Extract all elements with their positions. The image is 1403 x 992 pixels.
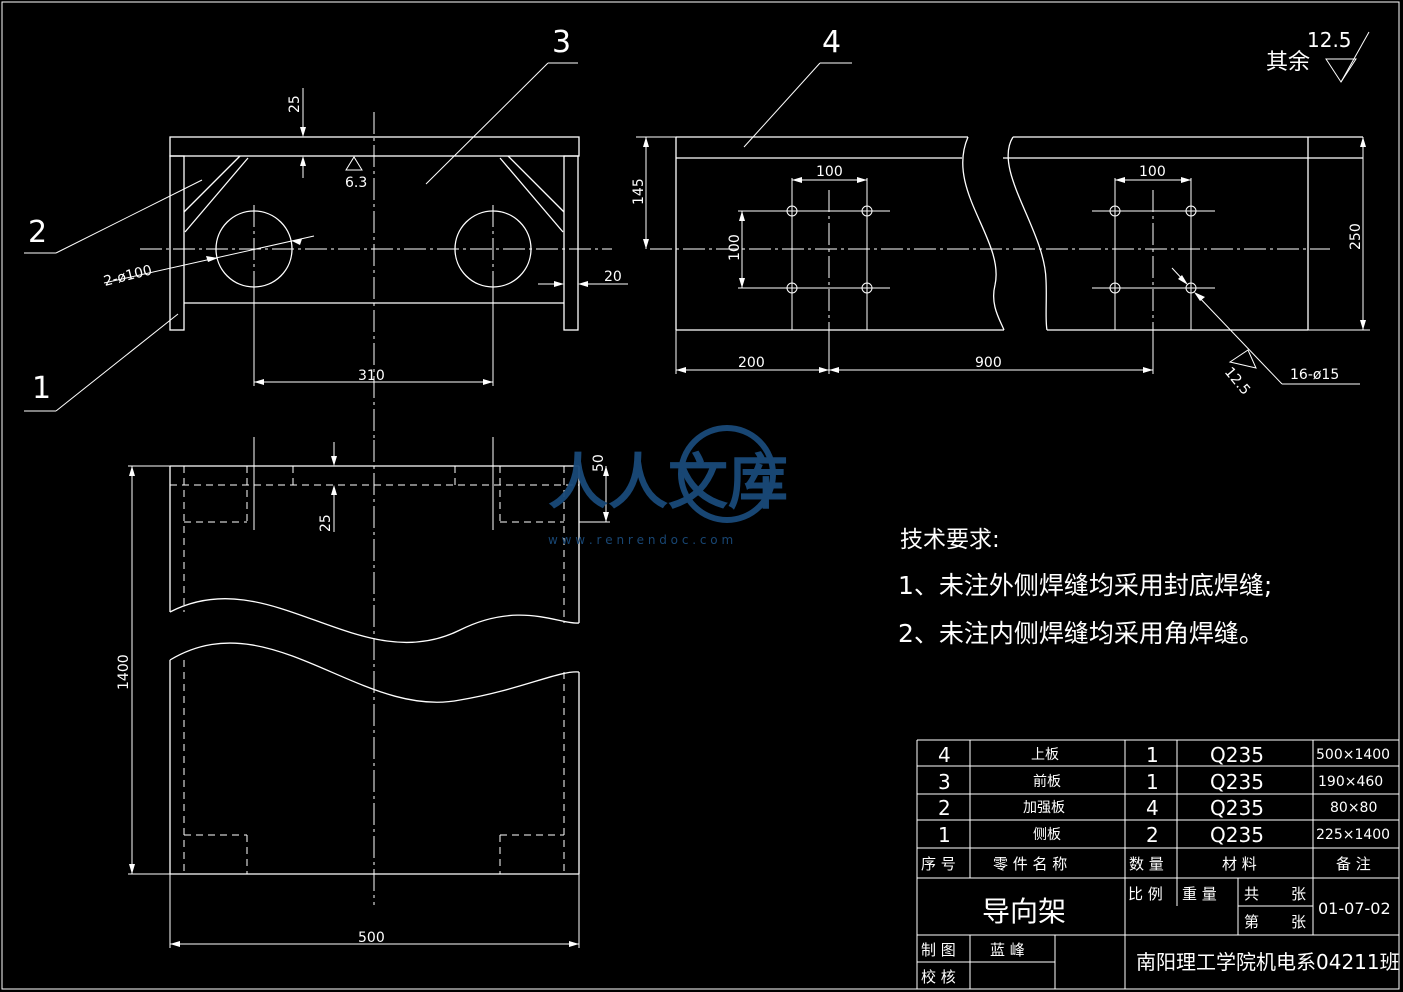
header-name: 零 件 名 称 xyxy=(993,855,1067,873)
dim-plate-100-right: 100 xyxy=(1139,164,1166,180)
tech-req-item-2: 2、未注内侧焊缝均采用角焊缝。 xyxy=(898,619,1264,648)
dim-plan-1400: 1400 xyxy=(116,654,132,690)
part-qty: 4 xyxy=(1146,796,1159,820)
sheet-sheets-label: 张 xyxy=(1291,913,1306,931)
drawn-by: 蓝 峰 xyxy=(990,941,1025,959)
part-note: 190×460 xyxy=(1318,774,1383,790)
part-no: 2 xyxy=(938,796,951,820)
roughness-note-label: 其余 xyxy=(1266,50,1310,75)
scale-label: 比 例 xyxy=(1128,885,1163,903)
front-view xyxy=(24,62,628,440)
part-qty: 1 xyxy=(1146,770,1159,794)
plan-view xyxy=(128,437,610,948)
roughness-note-value: 12.5 xyxy=(1307,28,1352,52)
part-material: Q235 xyxy=(1210,796,1264,820)
total-sheets-label: 张 xyxy=(1291,885,1306,903)
drawing-name: 导向架 xyxy=(982,895,1066,928)
part-note: 225×1400 xyxy=(1316,827,1390,843)
plate-view xyxy=(636,62,1370,385)
dim-front-25: 25 xyxy=(287,95,303,113)
roughness-12-5-plate: 12.5 xyxy=(1221,364,1253,398)
dim-plate-100-left: 100 xyxy=(816,164,843,180)
header-no: 序 号 xyxy=(921,855,956,873)
part-note: 500×1400 xyxy=(1316,747,1390,763)
watermark: 人人文库 w w w . r e n r e n d o c . c o m xyxy=(548,425,788,547)
watermark-logo-ring xyxy=(678,425,776,523)
dim-front-20: 20 xyxy=(604,269,622,285)
watermark-text: 人人文库 xyxy=(548,448,788,518)
dim-plate-100-vert: 100 xyxy=(727,234,743,261)
dim-plate-145: 145 xyxy=(631,178,647,205)
drawing-number: 01-07-02 xyxy=(1318,899,1391,918)
parts-row-4: 4 上板 1 Q235 500×1400 xyxy=(938,743,1390,767)
parts-row-3: 3 前板 1 Q235 190×460 xyxy=(938,770,1383,794)
title-block-grid xyxy=(916,739,1399,989)
part-name: 侧板 xyxy=(1033,827,1061,843)
parts-row-1: 1 侧板 2 Q235 225×1400 xyxy=(938,823,1390,847)
roughness-6-3: 6.3 xyxy=(345,175,367,191)
dim-plan-500: 500 xyxy=(358,930,385,946)
part-label-1: 1 xyxy=(32,371,51,406)
checked-label: 校 核 xyxy=(921,968,956,986)
header-material: 材 料 xyxy=(1222,855,1257,873)
part-name: 加强板 xyxy=(1023,800,1065,816)
part-no: 3 xyxy=(938,770,951,794)
watermark-url: w w w . r e n r e n d o c . c o m xyxy=(548,533,733,547)
parts-row-2: 2 加强板 4 Q235 80×80 xyxy=(938,796,1377,820)
tech-req-title: 技术要求: xyxy=(900,527,1000,553)
part-material: Q235 xyxy=(1210,823,1264,847)
dim-holes-16x15: 16-ø15 xyxy=(1290,367,1339,383)
part-label-3: 3 xyxy=(552,25,571,60)
sheet-label: 第 xyxy=(1244,913,1259,931)
dim-plan-50: 50 xyxy=(591,454,607,472)
part-label-2: 2 xyxy=(28,215,47,250)
dim-plate-900: 900 xyxy=(975,355,1002,371)
header-qty: 数 量 xyxy=(1129,855,1164,873)
part-qty: 2 xyxy=(1146,823,1159,847)
part-name: 前板 xyxy=(1033,773,1061,790)
tech-req-item-1: 1、未注外侧焊缝均采用封底焊缝; xyxy=(898,571,1272,600)
dim-hole-2x100: 2-ø100 xyxy=(102,262,154,289)
part-material: Q235 xyxy=(1210,770,1264,794)
part-note: 80×80 xyxy=(1330,800,1377,816)
school-class: 南阳理工学院机电系04211班 xyxy=(1136,950,1400,974)
roughness-symbol xyxy=(1325,58,1357,83)
weight-label: 重 量 xyxy=(1182,885,1217,903)
total-label: 共 xyxy=(1244,885,1259,903)
dim-plan-25: 25 xyxy=(318,514,334,532)
part-no: 4 xyxy=(938,743,951,767)
part-name: 上板 xyxy=(1031,747,1059,763)
part-no: 1 xyxy=(938,823,951,847)
drawn-label: 制 图 xyxy=(921,941,956,959)
dim-front-310: 310 xyxy=(358,368,385,384)
part-label-4: 4 xyxy=(822,25,841,60)
dim-plate-250: 250 xyxy=(1348,223,1364,250)
header-note: 备 注 xyxy=(1336,855,1371,873)
part-qty: 1 xyxy=(1146,743,1159,767)
part-material: Q235 xyxy=(1210,743,1264,767)
dim-plate-200: 200 xyxy=(738,355,765,371)
